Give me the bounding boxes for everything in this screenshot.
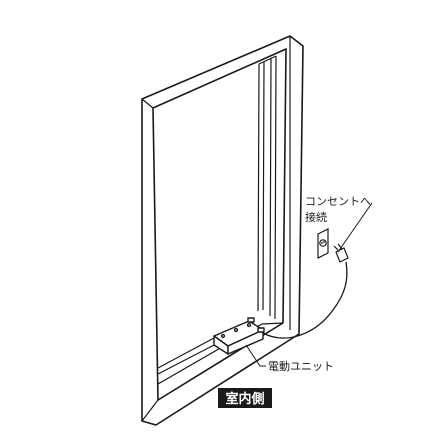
motor-unit-label: 電動ユニット	[268, 359, 334, 373]
motor-unit-callout-leader	[245, 344, 266, 367]
outlet-callout-label-line1: コンセントへ	[305, 195, 371, 208]
wall-outlet	[317, 228, 329, 259]
outlet-callout-leader	[337, 202, 373, 253]
window-frame	[141, 35, 304, 426]
power-cord	[262, 261, 348, 339]
power-plug	[333, 243, 349, 263]
indoor-side-badge-background	[218, 388, 272, 408]
casing-depth-lines	[141, 36, 291, 422]
motor-unit-box	[213, 317, 265, 355]
outlet-callout-label-line2: 接続	[305, 210, 327, 224]
window-sash	[257, 55, 277, 320]
indoor-side-badge-label: 室内側	[225, 391, 264, 407]
